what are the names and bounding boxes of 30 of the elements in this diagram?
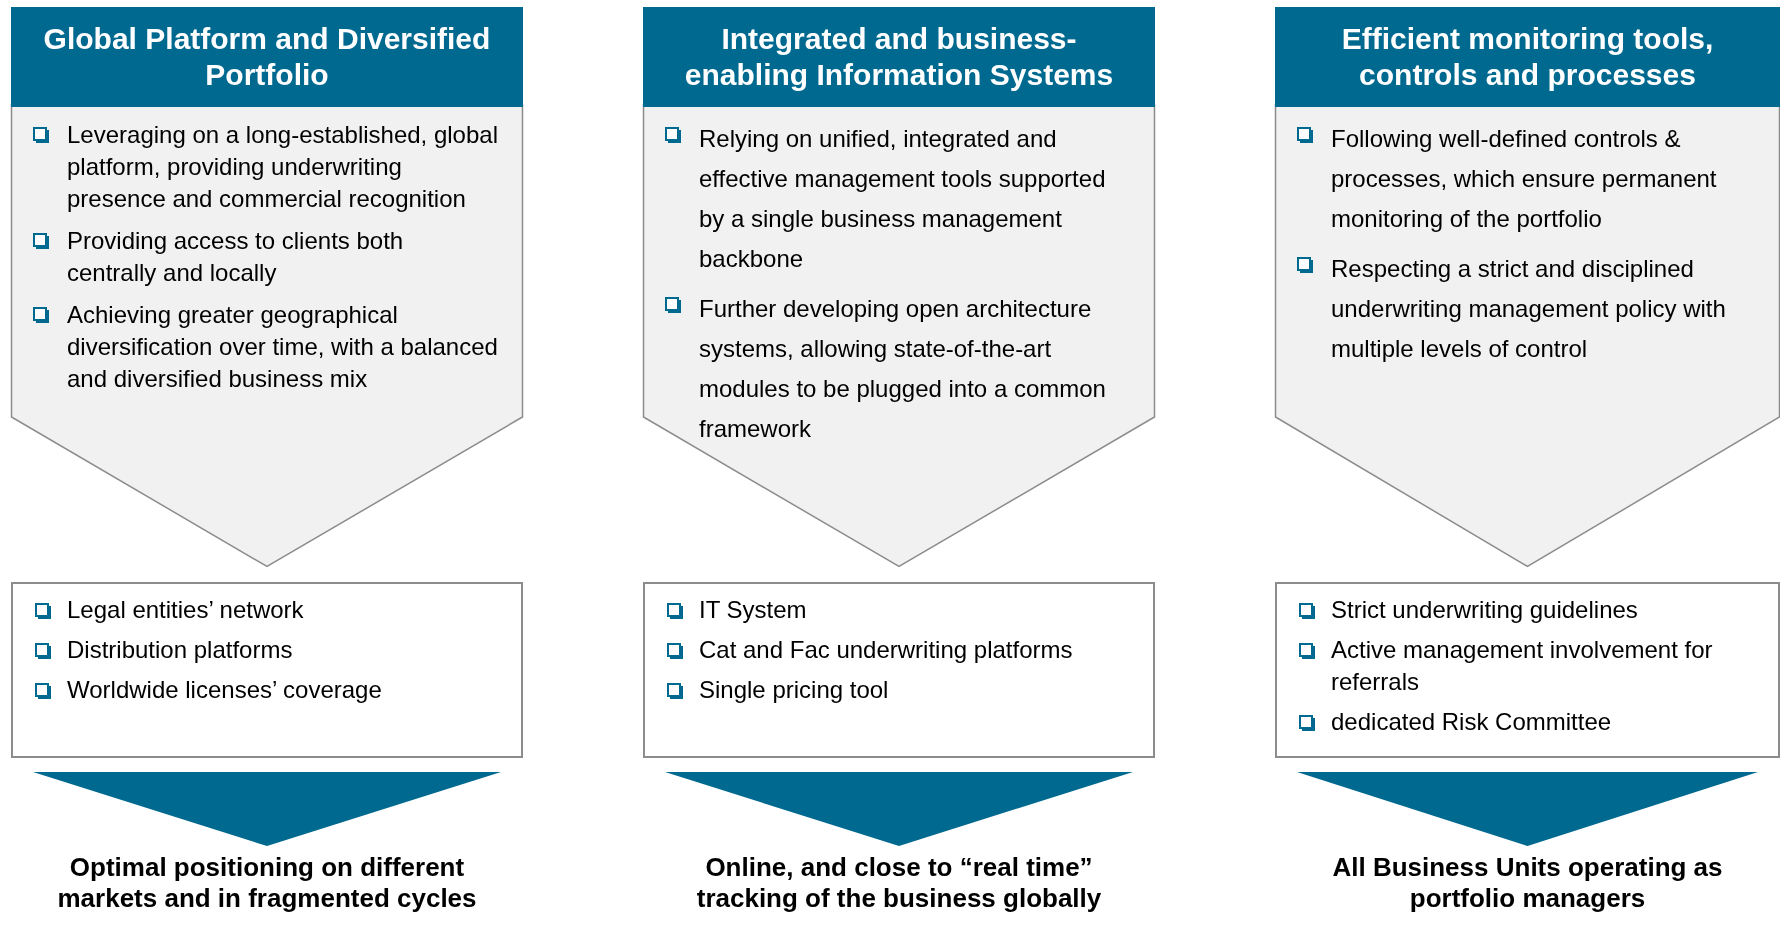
bullet-text: Achieving greater geographical diversification over time, with a balanced and diversified business mix [67, 300, 499, 394]
chevron-arrow [1297, 772, 1758, 846]
bullet-text: Single pricing tool [699, 675, 890, 705]
pentagon-panel [11, 7, 523, 567]
outcome-text: Optimal positioning on different markets and in fragmented cycles [51, 852, 483, 943]
bullet-text: Providing access to clients both centrally and locally [67, 226, 405, 288]
bullet-text: Respecting a strict and disciplined underwriting management policy with multiple levels of control [1331, 254, 1727, 364]
column-header: Efficient monitoring tools, controls and processes [1275, 7, 1780, 107]
bullet-text: Legal entities’ network [67, 595, 305, 625]
bullet-text: dedicated Risk Committee [1331, 707, 1613, 737]
list-box [1275, 582, 1780, 758]
column-header: Integrated and business-enabling Information Systems [643, 7, 1155, 107]
bullet-text: Cat and Fac underwriting platforms [699, 635, 1074, 665]
pentagon-panel [1275, 7, 1780, 567]
bullet-text: Further developing open architecture systems, allowing state-of-the-art modules to be plugged into a common framework [699, 294, 1107, 444]
list-box [643, 582, 1155, 758]
chevron-arrow [665, 772, 1133, 846]
pentagon-panel [643, 7, 1155, 567]
bullet-text: Leveraging on a long-established, global platform, providing underwriting presence and commercial recognition [67, 120, 499, 214]
column-header: Global Platform and Diversified Portfolio [11, 7, 523, 107]
list-box [11, 582, 523, 758]
bullet-text: Distribution platforms [67, 635, 294, 665]
bullet-text: IT System [699, 595, 808, 625]
chevron-arrow [33, 772, 501, 846]
outcome-text: Online, and close to “real time” tracking of the business globally [683, 852, 1115, 943]
bullet-text: Worldwide licenses’ coverage [67, 675, 383, 705]
bullet-text: Following well-defined controls & processes, which ensure permanent monitoring of the portfolio [1331, 124, 1718, 234]
outcome-text: All Business Units operating as portfolio managers [1315, 852, 1740, 943]
bullet-text: Strict underwriting guidelines [1331, 595, 1639, 625]
bullet-text: Relying on unified, integrated and effective management tools supported by a single business management backbone [699, 124, 1107, 274]
